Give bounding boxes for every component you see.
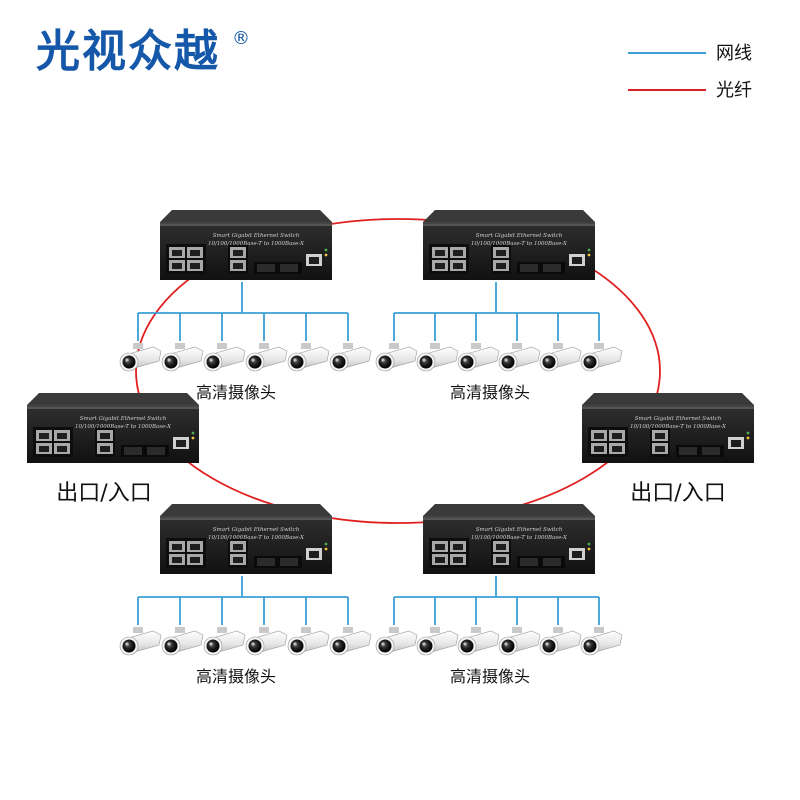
- camera-icon: [161, 626, 204, 656]
- camera-icon: [287, 626, 330, 656]
- switches: Smart Gigabit Ethernet Switch 10/100/1000…: [27, 210, 754, 574]
- switch-mid-left: Smart Gigabit Ethernet Switch 10/100/1000…: [27, 393, 199, 463]
- switch-bottom-left: Smart Gigabit Ethernet Switch 10/100/1000…: [160, 504, 332, 574]
- camera-icon: [329, 626, 372, 656]
- switch-model-line1: Smart Gigabit Ethernet Switch: [213, 233, 300, 239]
- switch-top-left: Smart Gigabit Ethernet Switch 10/100/1000…: [160, 210, 332, 280]
- io-label-right: 出口/入口: [630, 481, 725, 506]
- camera-icon: [203, 342, 246, 372]
- camera-icon: [119, 342, 162, 372]
- cable-tree-top-left: [137, 282, 349, 341]
- switch-model-line2: 10/100/1000Base-T to 1000Base-X: [471, 535, 568, 541]
- switch-model-line1: Smart Gigabit Ethernet Switch: [635, 416, 722, 422]
- camera-icon: [245, 626, 288, 656]
- network-cables: [137, 282, 600, 625]
- legend-network-label: 网线: [716, 43, 752, 64]
- camera-group-bottom-left: [119, 626, 372, 656]
- camera-group-top-right: [375, 342, 623, 372]
- switch-model-line2: 10/100/1000Base-T to 1000Base-X: [630, 424, 727, 430]
- camera-icon: [539, 626, 582, 656]
- camera-icon: [161, 342, 204, 372]
- switch-model-line1: Smart Gigabit Ethernet Switch: [213, 527, 300, 533]
- camera-icon: [329, 342, 372, 372]
- io-label-left: 出口/入口: [56, 481, 151, 506]
- camera-icon: [416, 626, 459, 656]
- switch-top-right: Smart Gigabit Ethernet Switch 10/100/1000…: [423, 210, 595, 280]
- switch-bottom-right: Smart Gigabit Ethernet Switch 10/100/1000…: [423, 504, 595, 574]
- legend: 网线 光纤: [628, 43, 752, 101]
- camera-icon: [580, 626, 623, 656]
- camera-icon: [498, 342, 541, 372]
- cable-tree-top-right: [393, 282, 600, 341]
- camera-icon: [375, 626, 418, 656]
- switch-mid-right: Smart Gigabit Ethernet Switch 10/100/1000…: [582, 393, 754, 463]
- switch-model-line1: Smart Gigabit Ethernet Switch: [80, 416, 167, 422]
- camera-label-bottom-left: 高清摄像头: [196, 667, 276, 686]
- camera-icon: [245, 342, 288, 372]
- cable-tree-bottom-left: [137, 576, 349, 625]
- camera-icon: [375, 342, 418, 372]
- camera-group-top-left: [119, 342, 372, 372]
- legend-fiber-label: 光纤: [716, 80, 752, 101]
- camera-icon: [539, 342, 582, 372]
- camera-label-bottom-right: 高清摄像头: [450, 667, 530, 686]
- switch-model-line1: Smart Gigabit Ethernet Switch: [476, 527, 563, 533]
- camera-icon: [580, 342, 623, 372]
- camera-icon: [457, 342, 500, 372]
- cable-tree-bottom-right: [393, 576, 600, 625]
- camera-icon: [203, 626, 246, 656]
- camera-icon: [498, 626, 541, 656]
- switch-model-line2: 10/100/1000Base-T to 1000Base-X: [75, 424, 172, 430]
- switch-model-line2: 10/100/1000Base-T to 1000Base-X: [208, 241, 305, 247]
- camera-label-top-left: 高清摄像头: [196, 383, 276, 402]
- switch-model-line2: 10/100/1000Base-T to 1000Base-X: [471, 241, 568, 247]
- camera-icon: [457, 626, 500, 656]
- camera-icon: [287, 342, 330, 372]
- camera-group-bottom-right: [375, 626, 623, 656]
- camera-icon: [119, 626, 162, 656]
- registered-mark: ®: [232, 28, 250, 49]
- fiber-ring: [135, 218, 661, 524]
- switch-model-line1: Smart Gigabit Ethernet Switch: [476, 233, 563, 239]
- brand-logo: 光视众越: [36, 26, 220, 77]
- switch-model-line2: 10/100/1000Base-T to 1000Base-X: [208, 535, 305, 541]
- camera-label-top-right: 高清摄像头: [450, 383, 530, 402]
- camera-icon: [416, 342, 459, 372]
